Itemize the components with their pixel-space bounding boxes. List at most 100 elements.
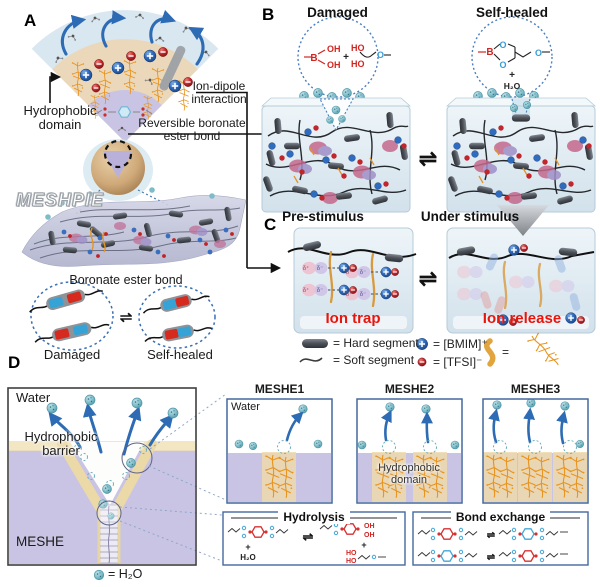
soft-segment-icon — [299, 357, 323, 363]
ladder-structure — [97, 504, 121, 564]
hard-segment-icon — [302, 339, 328, 348]
panel-c-box-pre: δ⁺ δ⁻ δ⁺ δ⁻ δ⁺ δ⁻ δ⁺ δ⁻ — [287, 227, 417, 334]
ion-release-label: Ion release — [482, 310, 562, 327]
delta-labels: δ⁺ δ⁻ δ⁺ δ⁻ δ⁺ δ⁻ δ⁺ δ⁻ — [303, 265, 367, 298]
pre-stimulus-title: Pre-stimulus — [282, 209, 364, 224]
legend-hard-segment: = Hard segment — [333, 336, 419, 350]
chem-o: O — [535, 48, 542, 58]
stir-rod — [159, 45, 186, 91]
equilibrium-arrow-b: ⇌ — [419, 146, 437, 171]
chem-plus: + — [509, 70, 515, 81]
svg-text:δ⁺: δ⁺ — [346, 269, 353, 276]
damaged-label-a: Damaged — [43, 347, 101, 362]
panel-d-main — [7, 387, 227, 581]
panel-b-circle-damaged: B OH OH + HO HO O — [297, 16, 391, 98]
equilibrium-arrow-exchange2: ⇌ — [487, 552, 496, 563]
meshe1-box — [226, 398, 333, 504]
self-healed-title-b: Self-healed — [475, 5, 549, 20]
legend-icons — [299, 330, 564, 371]
membrane-sheet — [21, 187, 247, 267]
panel-b-label: B — [262, 5, 275, 24]
meshe2-title: MESHE2 — [384, 382, 435, 396]
svg-text:δ⁺: δ⁺ — [346, 291, 353, 298]
under-stimulus-title: Under stimulus — [420, 209, 520, 224]
tfsi-icon — [417, 357, 427, 367]
chem-h2o: H₂O — [504, 81, 521, 91]
equilibrium-arrow-c: ⇌ — [419, 266, 437, 291]
chem-plus: + — [361, 540, 366, 550]
svg-text:δ⁺: δ⁺ — [303, 287, 310, 294]
meshpie-label: MESHPIE — [15, 190, 105, 211]
water-label-d: Water — [16, 390, 51, 405]
legend-side-chain-equals: = — [502, 345, 510, 359]
magnifier-circle-ladder — [96, 500, 122, 526]
legend-tfsi: = [TFSI]⁻ — [433, 355, 483, 369]
svg-text:δ⁻: δ⁻ — [360, 292, 367, 298]
equilibrium-arrow-exchange1: ⇌ — [487, 530, 496, 541]
chem-ho: HO — [346, 558, 357, 565]
legend-bmim: = [BMIM]⁺ — [433, 337, 488, 351]
chem-ho: HO — [346, 550, 357, 557]
dotted-connectors-d — [119, 393, 227, 562]
zoom-ellipse-damaged — [29, 281, 114, 351]
panel-d-border — [7, 387, 197, 566]
hydrophobic-domain-inset-label: Hydrophobic domain — [378, 462, 440, 487]
boronate-chem-row — [95, 106, 153, 118]
panel-b-circle-self-healed: B O O O + H₂O — [471, 16, 553, 98]
chem-plus: + — [245, 542, 250, 552]
bond-exchange-title: Bond exchange — [413, 510, 588, 524]
self-healed-label-a: Self-healed — [147, 347, 213, 362]
water-inset-label: Water — [231, 401, 260, 413]
chem-oh: OH — [364, 523, 375, 530]
chem-h2o: H₂O — [240, 553, 256, 562]
damaged-title-b: Damaged — [307, 5, 368, 20]
chem-oh: OH — [327, 44, 341, 54]
magnifier-circle-wall — [121, 442, 153, 474]
equilibrium-arrow-a: ⇌ — [120, 309, 133, 326]
hydrolysis-title: Hydrolysis — [223, 510, 405, 524]
meshe-label: MESHE — [16, 534, 65, 549]
chem-b: B — [486, 47, 493, 58]
legend-soft-segment: = Soft segment — [333, 353, 415, 367]
press-wedge — [497, 205, 549, 236]
meshe3-title: MESHE3 — [510, 382, 561, 396]
panel-b-box-damaged — [260, 97, 412, 213]
callout-arrows — [49, 71, 282, 274]
chem-b: B — [310, 53, 317, 64]
side-chain-icon — [484, 338, 496, 367]
flow-arrows-a — [60, 9, 205, 66]
ion-trap-label: Ion trap — [325, 310, 381, 327]
svg-text:δ⁻: δ⁻ — [317, 288, 324, 294]
meshe3-box — [482, 398, 589, 504]
svg-text:δ⁻: δ⁻ — [360, 270, 367, 276]
ion-dipole-label: Ion-dipole interaction — [191, 79, 247, 107]
chem-plus: + — [343, 52, 349, 63]
panel-a-label: A — [24, 11, 37, 30]
meshe2-box — [356, 398, 463, 504]
meshe1-title: MESHE1 — [254, 382, 305, 396]
panel-d-label: D — [8, 353, 21, 372]
hydrophobic-domain-label: Hydrophobic domain — [23, 103, 97, 133]
hydration-dotted-circles — [74, 444, 147, 488]
h2o-legend-label: = H₂O — [108, 567, 143, 581]
chem-ho: HO — [351, 43, 365, 53]
crack-notch — [319, 98, 354, 132]
zoom-ellipse-self-healed — [138, 285, 216, 349]
micelle-sphere — [83, 139, 153, 201]
chem-oh: OH — [327, 60, 341, 70]
reversible-bond-label: Reversible boronate ester bond — [138, 116, 246, 144]
equilibrium-arrow-hydrolysis: ⇌ — [303, 529, 314, 544]
svg-text:δ⁺: δ⁺ — [303, 265, 310, 272]
svg-text:δ⁻: δ⁻ — [317, 266, 324, 272]
boronate-ester-bond-label: Boronate ester bond — [69, 273, 183, 287]
panel-b-box-healed — [445, 97, 597, 213]
zoom-dashed-circle — [103, 139, 133, 169]
chem-o: O — [499, 40, 506, 50]
panel-c-label: C — [264, 215, 277, 234]
chem-ho: HO — [351, 59, 365, 69]
hydrophobic-barrier-label: Hydrophobic barrier — [24, 429, 98, 459]
flow-arrows-d — [48, 402, 174, 456]
chem-o: O — [377, 50, 384, 60]
